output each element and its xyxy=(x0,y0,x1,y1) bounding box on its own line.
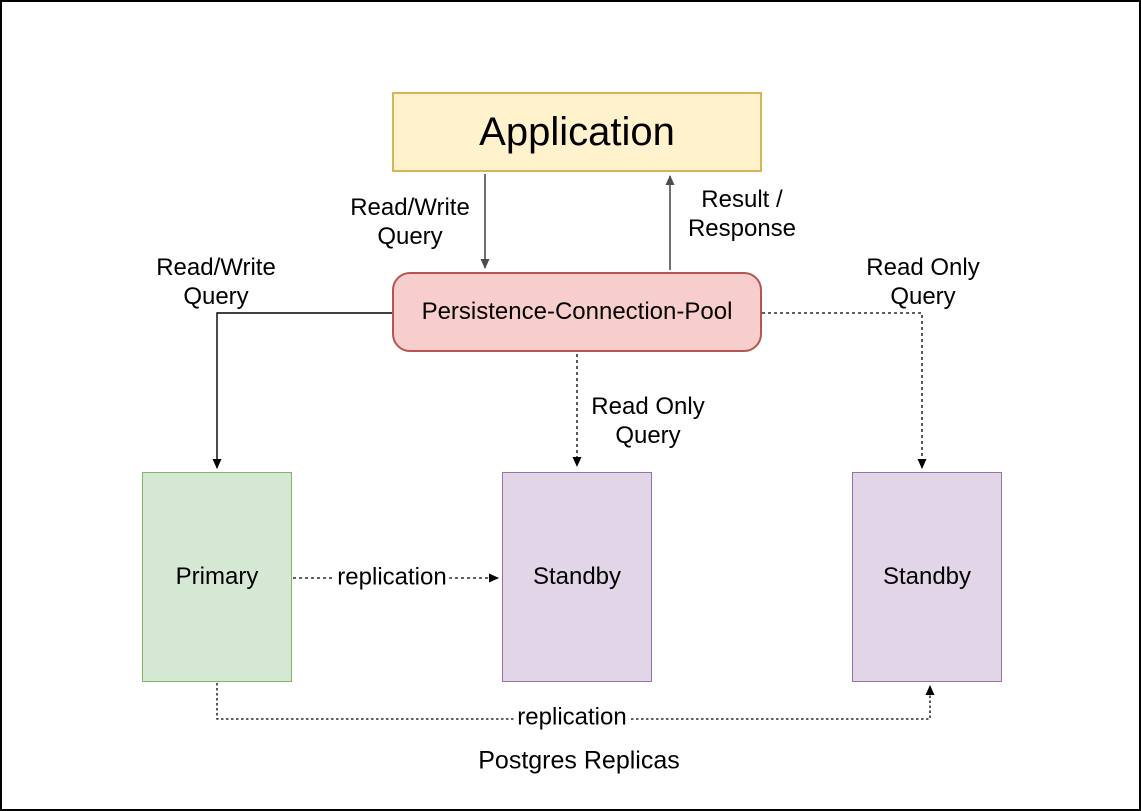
edge-label-replication-center: replication xyxy=(334,563,450,593)
node-standby-left: Standby xyxy=(502,472,652,682)
node-standby-right-label: Standby xyxy=(882,562,972,590)
edge-pool-to-primary xyxy=(212,312,392,469)
node-standby-left-label: Standby xyxy=(532,562,622,590)
node-pool-label: Persistence-Connection-Pool xyxy=(421,297,733,325)
edge-label-read-only-query-center: Read Only Query xyxy=(591,393,705,449)
edge-label-read-write-query-left: Read/Write Query xyxy=(156,254,276,310)
edge-label-result-response: Result / Response xyxy=(687,186,797,242)
diagram-caption: Postgres Replicas xyxy=(478,746,680,775)
edge-label-replication-bottom: replication xyxy=(514,703,630,733)
edge-label-read-only-query-right: Read Only Query xyxy=(866,254,980,310)
node-primary: Primary xyxy=(142,472,292,682)
node-application: Application xyxy=(392,92,762,172)
edge-pool-to-standby-right xyxy=(762,312,927,469)
node-application-label: Application xyxy=(479,110,675,154)
node-persistence-connection-pool: Persistence-Connection-Pool xyxy=(392,272,762,352)
node-standby-right: Standby xyxy=(852,472,1002,682)
node-primary-label: Primary xyxy=(175,562,259,590)
edge-label-read-write-query-top: Read/Write Query xyxy=(350,194,470,250)
